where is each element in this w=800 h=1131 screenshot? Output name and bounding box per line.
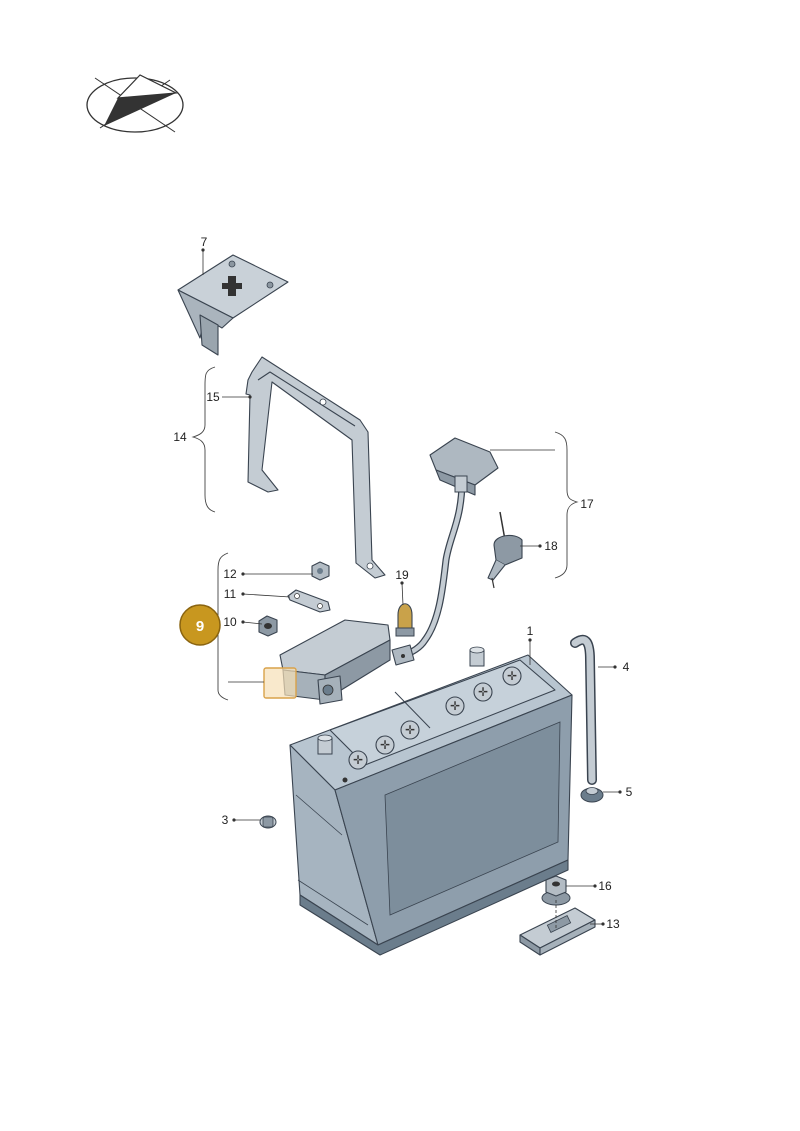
battery-retaining-bracket-part — [245, 356, 386, 579]
connecting-plate-part — [287, 589, 331, 613]
label-part-12[interactable]: 12 — [223, 567, 237, 581]
callout-badge-9[interactable]: 9 — [179, 604, 221, 646]
svg-text:✛: ✛ — [380, 738, 390, 752]
flange-nut-part — [541, 875, 571, 906]
bracket-group-17 — [554, 431, 579, 579]
callout-label: 9 — [196, 618, 204, 635]
bracket-group-14 — [191, 366, 216, 513]
vent-hose-part — [570, 634, 597, 785]
label-part-13[interactable]: 13 — [606, 917, 620, 931]
hex-nut-part — [311, 561, 330, 581]
label-part-14[interactable]: 14 — [173, 430, 187, 444]
plus-symbol-icon — [222, 276, 242, 296]
label-part-5[interactable]: 5 — [626, 785, 633, 799]
label-part-19[interactable]: 19 — [395, 568, 409, 582]
grommet-part — [580, 787, 604, 803]
label-part-3[interactable]: 3 — [222, 813, 229, 827]
label-part-17[interactable]: 17 — [580, 497, 594, 511]
terminal-clamp-part — [487, 511, 523, 589]
drain-plug-part — [259, 815, 277, 829]
svg-text:✛: ✛ — [405, 723, 415, 737]
positive-battery-cable-part — [391, 437, 499, 666]
hex-nut-small-part — [258, 615, 278, 637]
label-part-18[interactable]: 18 — [544, 539, 558, 553]
clamping-plate-part — [519, 900, 596, 956]
battery-monitor-control-unit-part — [263, 619, 391, 705]
battery-terminal-cover-part — [177, 254, 289, 356]
compass-rose-icon — [86, 74, 184, 133]
svg-text:✛: ✛ — [353, 753, 363, 767]
label-part-7[interactable]: 7 — [201, 235, 208, 249]
label-part-1[interactable]: 1 — [527, 624, 534, 638]
label-part-16[interactable]: 16 — [598, 879, 612, 893]
label-part-10[interactable]: 10 — [223, 615, 237, 629]
terminal-cap-part — [395, 603, 415, 637]
svg-text:✛: ✛ — [478, 685, 488, 699]
svg-text:✛: ✛ — [507, 669, 517, 683]
svg-text:✛: ✛ — [450, 699, 460, 713]
cell-cap-icons: ✛ ✛ ✛ ✛ ✛ ✛ — [348, 666, 522, 770]
part-number-labels: 7 15 14 12 11 10 19 17 18 1 4 5 3 16 13 — [173, 235, 632, 931]
label-part-4[interactable]: 4 — [623, 660, 630, 674]
battery-part: ✛ ✛ ✛ ✛ ✛ ✛ — [289, 646, 573, 956]
part-highlight-marker — [263, 667, 297, 699]
leader-lines — [201, 248, 622, 926]
label-part-11[interactable]: 11 — [224, 587, 237, 601]
label-part-15[interactable]: 15 — [206, 390, 220, 404]
